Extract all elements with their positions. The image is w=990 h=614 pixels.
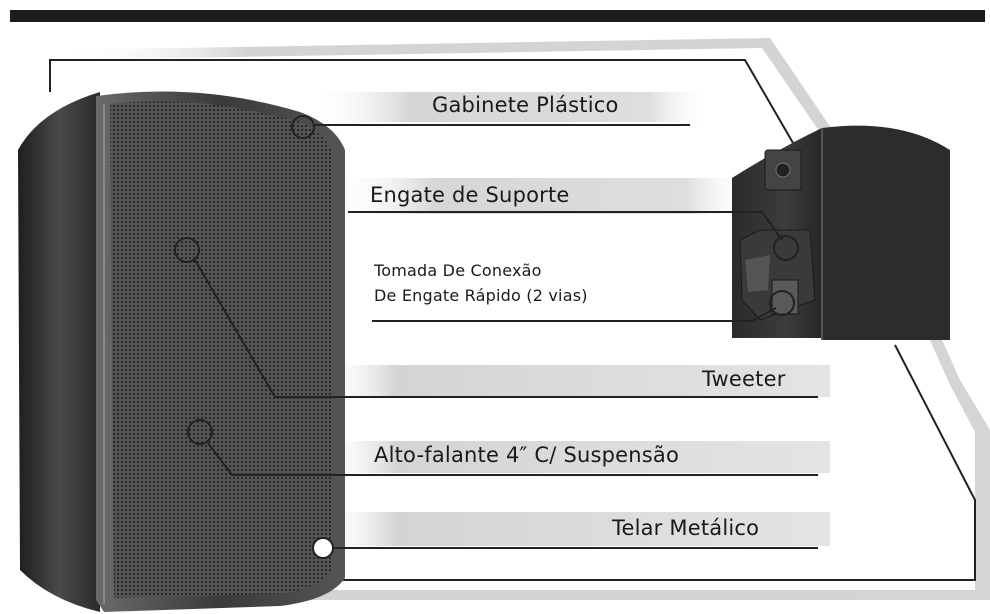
frame-outline-right xyxy=(50,59,801,156)
band-engate xyxy=(330,178,750,214)
band-gabinete xyxy=(310,92,710,122)
frame-outline-bottom xyxy=(280,344,976,581)
label-gabinete-plastico: Gabinete Plástico xyxy=(432,93,619,117)
speaker-back-view xyxy=(732,125,950,340)
label-alto-falante: Alto-falante 4″ C/ Suspensão xyxy=(374,443,680,467)
frame-outline xyxy=(49,59,140,92)
label-tweeter: Tweeter xyxy=(702,367,786,391)
callouts xyxy=(174,115,818,559)
top-bar xyxy=(10,10,985,22)
band-tweeter xyxy=(320,365,830,397)
label-telar-metalico: Telar Metálico xyxy=(612,516,760,540)
label-tomada-line2: De Engate Rápido (2 vias) xyxy=(374,286,588,305)
band-telar xyxy=(320,512,830,546)
label-engate-de-suporte: Engate de Suporte xyxy=(370,183,570,207)
speaker-front-view xyxy=(18,91,345,612)
band-alto xyxy=(320,441,830,473)
label-tomada-line1: Tomada De Conexão xyxy=(374,261,542,280)
